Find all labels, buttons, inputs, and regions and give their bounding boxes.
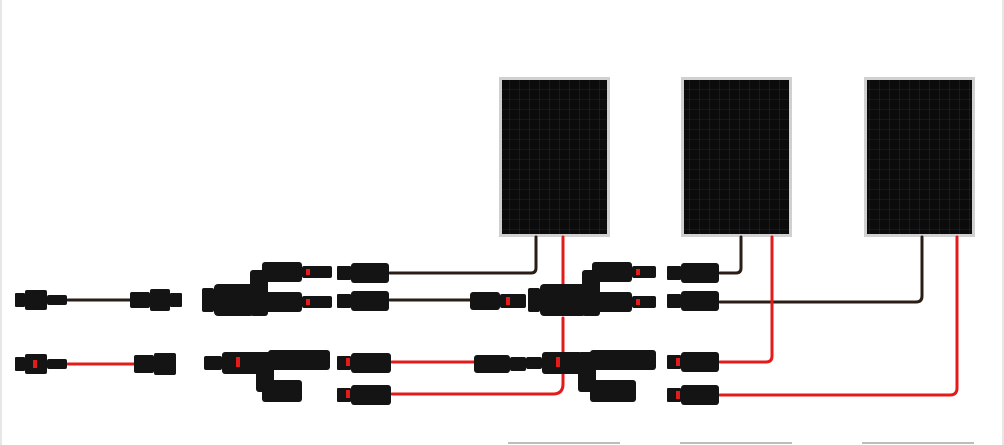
- negative-wires: [66, 235, 924, 304]
- mc4-connector-mid-1: [337, 263, 389, 283]
- mc4-connector-right-3: [667, 352, 719, 372]
- mc4-connector-mid-3: [337, 353, 391, 373]
- mc4-connector-right-1: [667, 263, 719, 283]
- mc4-connector-left-bottom-2: [134, 353, 176, 375]
- mc4-connector-mid-4: [337, 385, 391, 405]
- mc4-connector-mid-2: [337, 291, 389, 311]
- mc4-connector-right-4: [667, 385, 719, 405]
- mc4-connector-right-2: [667, 291, 719, 311]
- mc4-connector-mid-6: [474, 355, 526, 373]
- branch-connector-negative-2: [528, 262, 656, 316]
- positive-wires: [66, 235, 959, 397]
- branch-connector-positive-2: [526, 350, 656, 402]
- mc4-connector-left-top-2: [130, 289, 182, 311]
- mc4-connector-mid-5: [470, 292, 526, 310]
- mc4-connector-left-top: [15, 290, 67, 310]
- mc4-connector-left-bottom: [15, 354, 67, 374]
- solar-panel-2: [681, 77, 792, 237]
- branch-connector-negative-1: [202, 262, 332, 316]
- solar-panel-1: [499, 77, 610, 237]
- branch-connector-positive-1: [204, 350, 330, 402]
- connectors: [15, 262, 719, 405]
- solar-panel-3: [864, 77, 975, 237]
